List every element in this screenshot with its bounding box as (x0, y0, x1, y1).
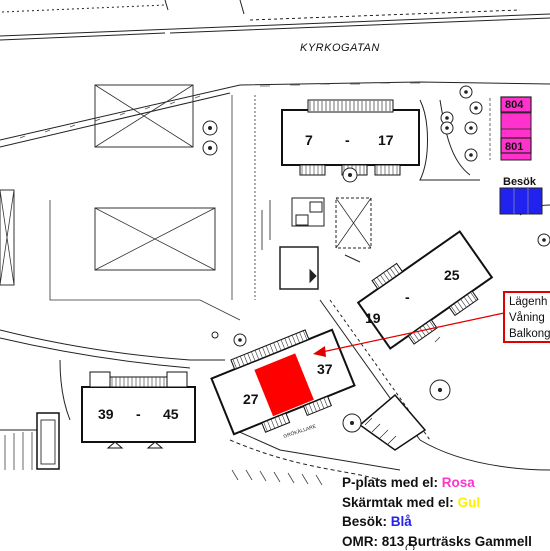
legend-visitor-label: Besök: (342, 514, 387, 529)
callout-line-3: Balkong (509, 326, 550, 342)
building-19-25 (352, 223, 497, 356)
apartment-callout: Lägenh Våning Balkong (503, 291, 550, 343)
legend-visitor: Besök: Blå (342, 512, 532, 532)
legend-ev-parking: P-plats med el: Rosa (342, 473, 532, 493)
waste-shed (37, 413, 59, 469)
building-39-45: 39 - 45 (82, 372, 195, 448)
building-7-17-right-number: 17 (378, 132, 394, 148)
parking-number-804: 804 (505, 99, 524, 111)
ev-parking-block: 804 801 (490, 97, 531, 160)
legend-carport-label: Skärmtak med el: (342, 495, 454, 510)
building-7-17: 7 - 17 (282, 100, 419, 175)
building-19-25-left-number: 19 (365, 310, 381, 326)
building-39-45-left-number: 39 (98, 406, 114, 422)
building-7-17-left-number: 7 (305, 132, 313, 148)
legend-area: OMR: 813 Burträsks Gammell (342, 532, 532, 551)
legend-visitor-value: Blå (391, 514, 412, 529)
building-27-37 (208, 321, 359, 444)
visitor-label: Besök (503, 176, 537, 188)
building-39-45-dash: - (136, 406, 141, 422)
legend-ev-parking-label: P-plats med el: (342, 475, 438, 490)
existing-buildings (0, 85, 255, 320)
building-27-37-right-number: 37 (317, 361, 333, 377)
building-19-25-right-number: 25 (444, 267, 460, 283)
building-annotation: GRÖKÄLLARE (282, 423, 317, 440)
legend-carport-value: Gul (458, 495, 481, 510)
building-39-45-right-number: 45 (163, 406, 179, 422)
building-7-17-dash: - (345, 132, 350, 148)
building-19-25-dash: - (405, 289, 410, 305)
south-east-structure (360, 395, 425, 450)
legend: P-plats med el: Rosa Skärmtak med el: Gu… (342, 473, 532, 551)
parking-number-801: 801 (505, 141, 523, 153)
building-27-37-left-number: 27 (243, 391, 259, 407)
visitor-parking-block: Besök (500, 176, 542, 214)
callout-line-1: Lägenh (509, 294, 550, 310)
legend-carport: Skärmtak med el: Gul (342, 493, 532, 513)
central-structures (262, 198, 371, 289)
street-name: KYRKOGATAN (300, 42, 380, 54)
legend-ev-parking-value: Rosa (442, 475, 475, 490)
callout-line-2: Våning (509, 310, 550, 326)
